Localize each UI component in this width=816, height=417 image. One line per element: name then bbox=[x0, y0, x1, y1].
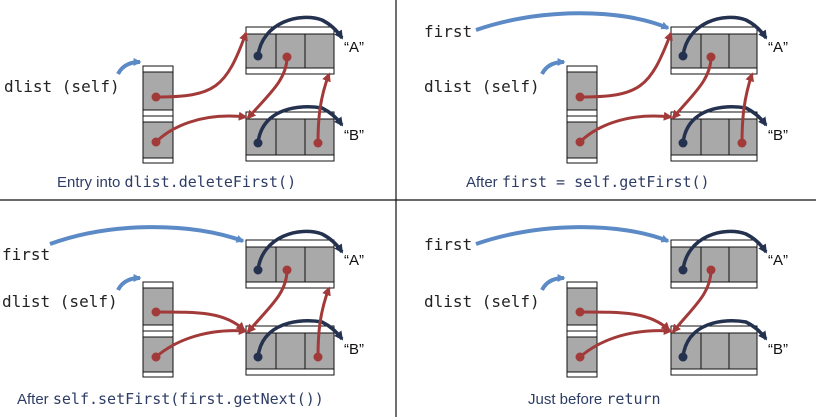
a-value-arrow bbox=[681, 15, 768, 57]
dlist-last-arrow bbox=[579, 326, 673, 359]
caption-after-getfirst: After first = self.getFirst() bbox=[466, 173, 710, 191]
caption-after-setfirst: After self.setFirst(first.getNext()) bbox=[17, 390, 324, 408]
dlist-box bbox=[566, 281, 598, 378]
dlist-box bbox=[142, 65, 174, 164]
node-b bbox=[670, 325, 758, 376]
panel-after-getfirst: first dlist (self) “A” “B” After first =… bbox=[424, 11, 788, 191]
dlist-label: dlist (self) bbox=[4, 77, 120, 96]
a-next-arrow bbox=[246, 56, 289, 120]
dlist-first-arrow bbox=[155, 31, 248, 99]
first-pointer-arrow bbox=[475, 225, 670, 246]
node-a-label: “A” bbox=[344, 252, 364, 269]
dlist-label: dlist (self) bbox=[424, 77, 540, 96]
node-a bbox=[245, 239, 335, 289]
self-pointer-arrow bbox=[540, 274, 566, 291]
a-value-arrow bbox=[681, 229, 768, 271]
panel-entry: dlist (self) “A” “B” Entry into dlist.de… bbox=[4, 15, 364, 191]
dlist-first-arrow bbox=[155, 310, 246, 332]
node-a bbox=[245, 26, 335, 75]
a-value-arrow bbox=[256, 229, 344, 271]
dlist-first-arrow bbox=[579, 310, 671, 332]
a-next-arrow bbox=[671, 56, 713, 120]
self-pointer-arrow bbox=[116, 274, 142, 291]
dlist-box bbox=[142, 281, 174, 378]
dlist-last-arrow bbox=[155, 326, 248, 359]
b-value-arrow bbox=[681, 318, 768, 358]
self-pointer-arrow bbox=[116, 58, 142, 75]
first-pointer-arrow bbox=[49, 225, 245, 246]
node-a-label: “A” bbox=[768, 252, 788, 269]
node-b bbox=[245, 111, 335, 162]
caption-entry: Entry into dlist.deleteFirst() bbox=[57, 173, 296, 191]
b-prev-arrow bbox=[740, 72, 754, 144]
node-b-label: “B” bbox=[344, 341, 364, 358]
node-a bbox=[670, 239, 758, 289]
b-prev-arrow bbox=[316, 286, 331, 358]
first-label: first bbox=[424, 235, 472, 254]
b-value-arrow bbox=[681, 104, 768, 144]
node-b-label: “B” bbox=[768, 341, 788, 358]
dlist-label: dlist (self) bbox=[424, 292, 540, 311]
b-value-arrow bbox=[256, 318, 344, 358]
a-next-arrow bbox=[671, 269, 713, 334]
caption-before-return: Just before return bbox=[528, 390, 661, 408]
panel-before-return: first dlist (self) “A” “B” Just before r… bbox=[424, 225, 788, 408]
dlist-last-arrow bbox=[578, 111, 673, 144]
dlist-box bbox=[566, 65, 598, 164]
b-prev-arrow bbox=[316, 72, 331, 144]
first-label: first bbox=[424, 22, 472, 41]
self-pointer-arrow bbox=[540, 58, 566, 75]
panel-after-setfirst: first dlist (self) “A” “B” After self.se… bbox=[2, 225, 364, 408]
b-value-arrow bbox=[256, 104, 344, 144]
node-a bbox=[670, 26, 758, 75]
a-next-arrow bbox=[246, 269, 289, 334]
node-a-label: “A” bbox=[344, 39, 364, 56]
first-pointer-arrow bbox=[475, 11, 670, 32]
node-b-label: “B” bbox=[344, 127, 364, 144]
node-b-label: “B” bbox=[768, 127, 788, 144]
node-a-label: “A” bbox=[768, 39, 788, 56]
first-label: first bbox=[2, 245, 50, 264]
dlist-first-arrow bbox=[579, 31, 673, 99]
dlist-last-arrow bbox=[154, 111, 248, 144]
a-value-arrow bbox=[256, 15, 344, 57]
dlist-label: dlist (self) bbox=[2, 292, 118, 311]
